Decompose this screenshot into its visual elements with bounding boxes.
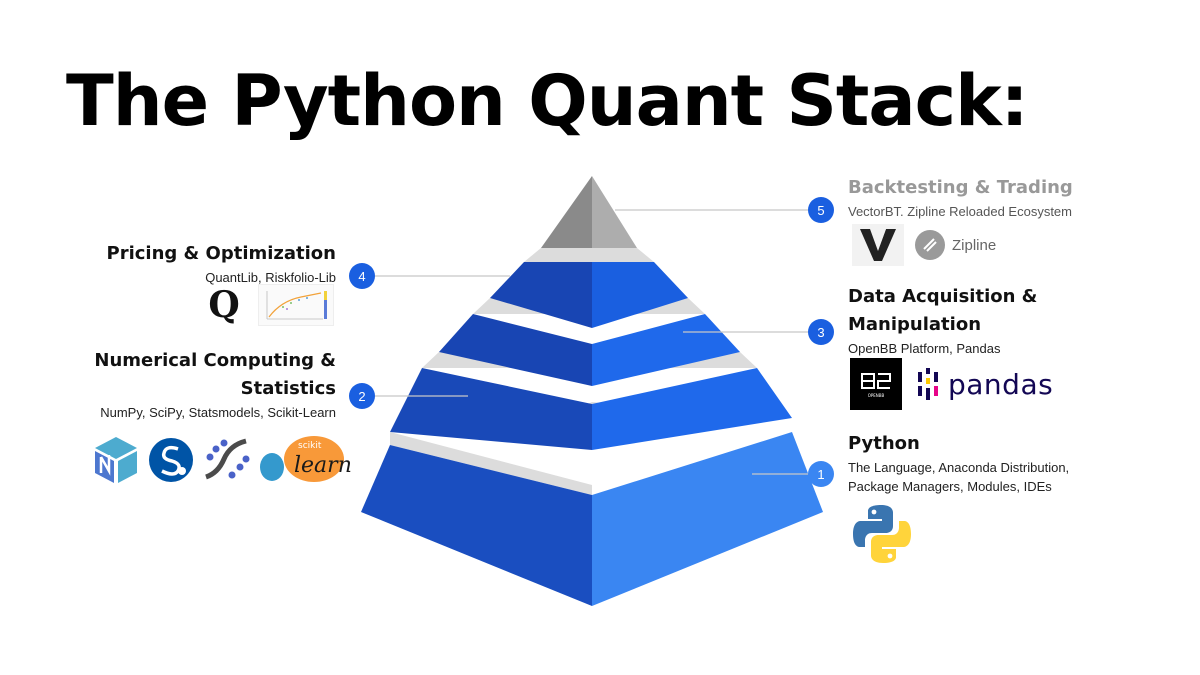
pyramid-tier-4-left <box>490 262 592 328</box>
python-logo-icon <box>850 502 914 566</box>
layer-4-logos: Q <box>204 284 334 326</box>
pyramid-tier-1-right <box>592 432 823 606</box>
zipline-logo-label: Zipline <box>952 236 997 254</box>
zipline-logo-icon: Zipline <box>914 229 996 261</box>
pyramid-tier-3-left <box>439 314 592 386</box>
pyramid-tier-1-left <box>361 445 592 606</box>
layer-4-label: Pricing & Optimization QuantLib, Riskfol… <box>36 240 336 287</box>
separator-band <box>524 248 654 262</box>
pyramid-tier-2-right <box>592 368 792 450</box>
pyramid-tier-3-right <box>592 314 740 386</box>
layer-1-badge: 1 <box>808 461 834 487</box>
layer-3-badge: 3 <box>808 319 834 345</box>
layer-3-logos: OPENBB pandas <box>850 358 1053 410</box>
scikit-learn-logo-label: learn <box>294 453 352 478</box>
layer-3-description: OpenBB Platform, Pandas <box>848 341 1001 356</box>
scikit-learn-logo-top-label: scikit <box>298 441 322 451</box>
layer-5-description: VectorBT. Zipline Reloaded Ecosystem <box>848 204 1072 219</box>
layer-4-description: QuantLib, Riskfolio-Lib <box>205 270 336 285</box>
layer-1-logos <box>850 502 914 566</box>
quantlib-logo-icon: Q <box>208 284 240 326</box>
pandas-logo-icon: pandas <box>916 366 1053 402</box>
layer-3-heading-line1: Data Acquisition & <box>848 286 1038 307</box>
layer-1-heading: Python <box>848 433 920 454</box>
layer-3-heading-line2: Manipulation <box>848 314 982 335</box>
layer-5-badge: 5 <box>808 197 834 223</box>
svg-text:OPENBB: OPENBB <box>868 393 885 398</box>
pyramid-apex-left <box>541 176 592 248</box>
layer-2-description: NumPy, SciPy, Statsmodels, Scikit-Learn <box>100 405 336 420</box>
statsmodels-logo-icon <box>202 437 250 483</box>
layer-3-label: Data Acquisition & Manipulation OpenBB P… <box>848 283 1148 358</box>
layer-2-label: Numerical Computing & Statistics NumPy, … <box>36 347 336 422</box>
layer-4-badge: 4 <box>349 263 375 289</box>
separator-band <box>390 432 592 495</box>
riskfolio-chart-icon <box>258 284 334 326</box>
layer-2-heading-line2: Statistics <box>240 378 336 399</box>
layer-5-logos: Zipline <box>852 224 996 266</box>
page-title: The Python Quant Stack: <box>66 60 1029 142</box>
layer-2-heading-line1: Numerical Computing & <box>94 350 336 371</box>
pandas-logo-label: pandas <box>948 367 1054 401</box>
layer-1-label: Python The Language, Anaconda Distributi… <box>848 430 1148 496</box>
openbb-logo-icon: OPENBB <box>850 358 902 410</box>
pyramid-apex-right <box>592 176 637 248</box>
vectorbt-logo-icon <box>852 224 904 266</box>
layer-2-badge: 2 <box>349 383 375 409</box>
pyramid-tier-4-right <box>592 262 688 328</box>
scikit-learn-logo-icon: scikit learn <box>258 435 352 485</box>
layer-5-heading: Backtesting & Trading <box>848 177 1073 198</box>
layer-1-description-line1: The Language, Anaconda Distribution, <box>848 460 1070 475</box>
pyramid-tier-2-left <box>390 368 592 450</box>
layer-2-logos: scikit learn <box>92 434 352 486</box>
layer-4-heading: Pricing & Optimization <box>106 243 336 264</box>
numpy-logo-icon <box>92 434 140 486</box>
layer-1-description-line2: Package Managers, Modules, IDEs <box>848 479 1052 494</box>
layer-5-label: Backtesting & Trading VectorBT. Zipline … <box>848 174 1148 221</box>
scipy-logo-icon <box>148 437 194 483</box>
